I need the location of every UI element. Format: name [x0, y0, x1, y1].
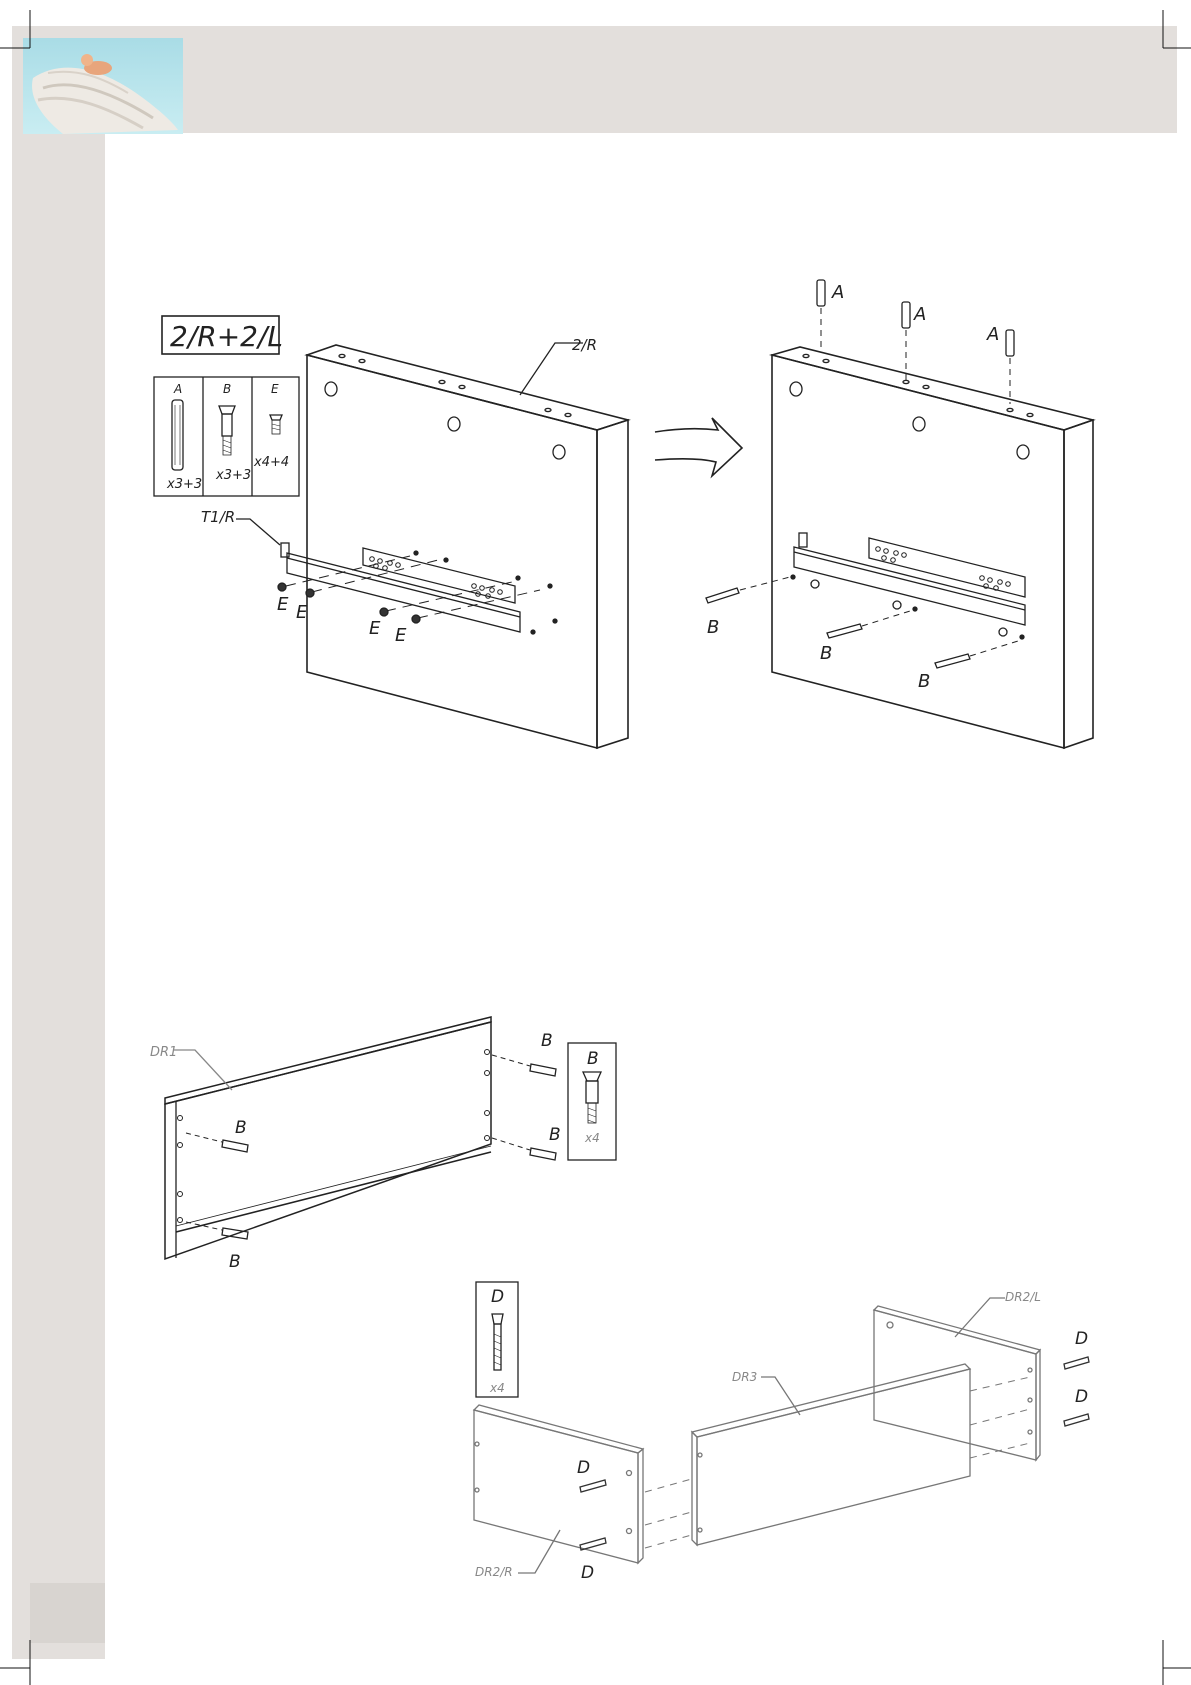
step2-callout-b-3: B [541, 1031, 553, 1051]
step3-callout-d-1: D [1075, 1329, 1088, 1349]
callout-a-3: A [986, 324, 999, 345]
callout-b-3: B [918, 671, 930, 692]
step3-part-letter: D [491, 1287, 504, 1307]
qty-label: 2/R+2/L [170, 320, 283, 353]
callout-e-3: E [369, 618, 381, 639]
runner-label: T1/R [201, 508, 235, 526]
callout-a-2: A [913, 304, 926, 325]
step1-right-panel [706, 280, 1093, 748]
step2-callout-b-4: B [549, 1125, 561, 1145]
label-dr2l: DR2/L [1005, 1290, 1041, 1304]
part-b-count: x3+3 [215, 468, 251, 483]
step3-callout-d-2: D [1075, 1387, 1088, 1407]
label-dr2r: DR2/R [475, 1565, 513, 1579]
step2-callout-b-2: B [229, 1252, 241, 1272]
step3-callout-d-4: D [581, 1563, 594, 1583]
part-a-count: x3+3 [166, 477, 202, 492]
callout-e-4: E [395, 625, 407, 646]
callout-e-1: E [277, 594, 289, 615]
callout-e-2: E [296, 602, 308, 623]
step2-callout-b-1: B [235, 1118, 247, 1138]
part-a-letter: A [173, 382, 182, 396]
step3-part-count: x4 [489, 1381, 505, 1395]
callout-b-2: B [820, 643, 832, 664]
step2-part-letter: B [587, 1049, 599, 1069]
panel-label-2r: 2/R [572, 336, 597, 354]
callout-a-1: A [831, 282, 844, 303]
part-e-letter: E [271, 382, 279, 396]
step3-callout-d-3: D [577, 1458, 590, 1478]
callout-b-1: B [707, 617, 719, 638]
label-dr3: DR3 [732, 1370, 757, 1384]
step1-left-panel [154, 316, 628, 748]
part-e-count: x4+4 [253, 455, 289, 470]
step3-drawer [474, 1282, 1089, 1573]
part-b-letter: B [223, 382, 231, 396]
step2-part-count: x4 [584, 1131, 600, 1145]
panel-label-dr1: DR1 [150, 1045, 177, 1060]
